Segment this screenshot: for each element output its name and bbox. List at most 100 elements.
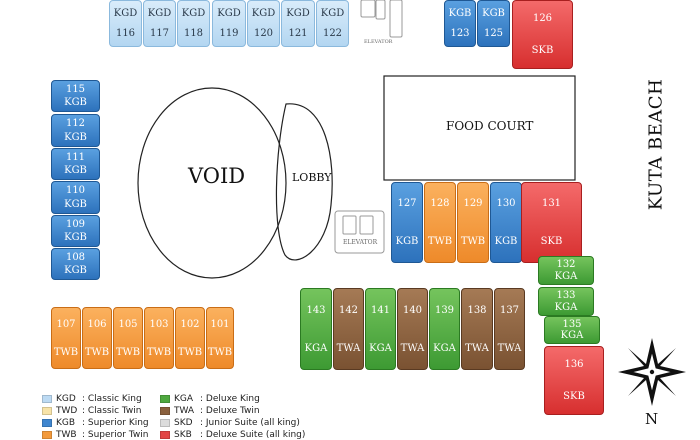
room-type: KGD xyxy=(113,7,138,19)
room-type: TWA xyxy=(497,342,522,354)
room-type: KGA xyxy=(304,342,328,354)
room-116[interactable]: KGD 116 xyxy=(109,0,142,47)
room-type: KGA xyxy=(554,301,578,313)
room-number: 125 xyxy=(483,28,504,40)
room-122[interactable]: KGD 122 xyxy=(316,0,349,47)
legend-code: TWB xyxy=(56,430,77,440)
room-number: 120 xyxy=(253,28,274,40)
room-number: 131 xyxy=(541,198,562,210)
room-number: 126 xyxy=(532,13,553,25)
room-type: KGA xyxy=(369,342,392,354)
room-120[interactable]: KGD 120 xyxy=(247,0,280,47)
food-court-area xyxy=(383,75,576,181)
room-type: SKB xyxy=(540,235,563,247)
room-type: KGD xyxy=(217,7,241,19)
legend-description: : Superior Twin xyxy=(82,430,149,440)
room-type: TWB xyxy=(53,346,79,358)
void-label: VOID xyxy=(188,164,246,188)
room-number: 110 xyxy=(65,185,86,197)
room-type: KGB xyxy=(64,198,87,210)
legend-swatch xyxy=(160,431,170,439)
room-type: SKB xyxy=(531,44,554,56)
north-label: N xyxy=(645,410,659,428)
legend-swatch xyxy=(42,395,52,403)
room-number: 107 xyxy=(56,318,76,330)
legend-description: : Deluxe Suite (all king) xyxy=(200,430,306,440)
room-type: TWB xyxy=(84,346,110,358)
legend-item-twd: TWD: Classic Twin xyxy=(42,406,141,416)
legend-item-kgb: KGB: Superior King xyxy=(42,418,149,428)
compass-rose-icon xyxy=(618,338,686,406)
room-number: 108 xyxy=(65,252,86,263)
room-number: 132 xyxy=(556,259,576,271)
room-type: TWB xyxy=(207,346,233,358)
room-number: 130 xyxy=(496,198,516,210)
room-number: 116 xyxy=(115,28,136,40)
room-type: TWB xyxy=(115,346,141,358)
room-number: 109 xyxy=(65,219,86,230)
room-number: 127 xyxy=(397,198,417,210)
room-type: KGB xyxy=(482,7,505,19)
legend-swatch xyxy=(42,431,52,439)
legend-code: SKD xyxy=(174,418,193,428)
legend-item-twb: TWB : Superior Twin xyxy=(42,430,148,440)
room-type: KGB xyxy=(64,165,87,176)
legend-swatch xyxy=(160,419,170,427)
room-type: KGD xyxy=(181,7,206,19)
legend-item-kga: KGA: Deluxe King xyxy=(160,394,260,404)
room-type: KGD xyxy=(147,7,172,19)
legend-swatch xyxy=(42,407,52,415)
elevator-top xyxy=(360,0,403,38)
room-type: KGD xyxy=(251,7,276,19)
legend-swatch xyxy=(160,407,170,415)
legend-description: : Deluxe Twin xyxy=(200,406,260,416)
room-type: KGA xyxy=(433,342,456,354)
legend-item-kgd: KGD: Classic King xyxy=(42,394,142,404)
room-number: 122 xyxy=(322,28,343,40)
room-type: KGD xyxy=(320,7,345,19)
room-type: KGB xyxy=(448,7,472,19)
legend-code: TWD xyxy=(56,406,78,416)
room-number: 138 xyxy=(467,304,487,316)
room-number: 143 xyxy=(306,304,326,316)
kuta-beach-label: KUTA BEACH xyxy=(645,78,667,211)
room-number: 136 xyxy=(564,359,584,371)
room-type: KGD xyxy=(286,7,310,19)
room-125[interactable]: KGB 125 xyxy=(477,0,510,47)
